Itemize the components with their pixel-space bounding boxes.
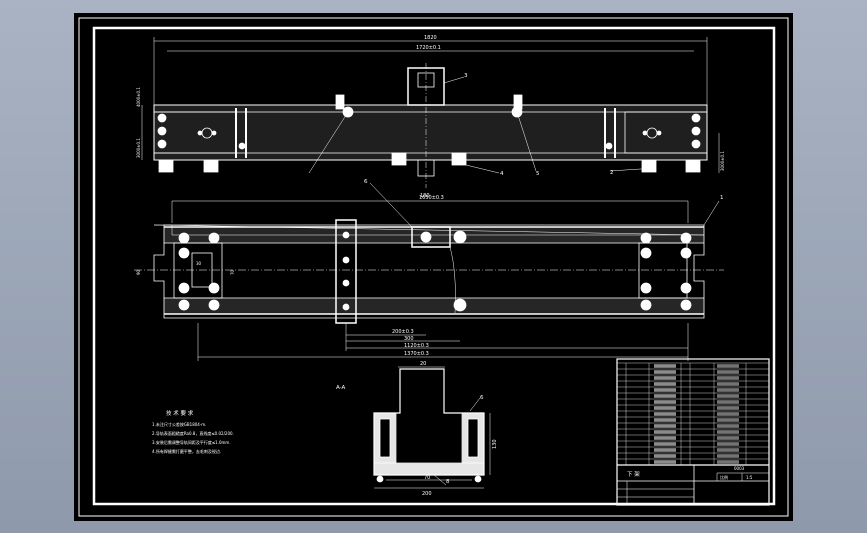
section-height-dim: 130 <box>492 439 498 449</box>
inner-border <box>92 26 776 506</box>
top-left-dim-b: 3000±0.1 <box>136 138 141 158</box>
plan-bottom-dim-1: 200±0.3 <box>392 329 414 335</box>
bom-cell-text <box>654 460 676 464</box>
section-bottom-dim-2: 200 <box>422 491 432 497</box>
plan-callout-1: 1 <box>720 195 724 201</box>
bom-cell-text <box>717 454 739 458</box>
top-overall-dim: 1820 <box>424 35 437 41</box>
bom-cell-text <box>654 382 676 386</box>
bom-cell-text <box>654 394 676 398</box>
drawing-viewport[interactable]: 1820 1720±0.1 <box>74 13 793 521</box>
bom-cell-text <box>717 442 739 446</box>
bom-cell-text <box>717 382 739 386</box>
drawing-code: 0003 <box>734 466 745 471</box>
notes-title: 技 术 要 求 <box>166 409 194 417</box>
plan-left-vdim: 90 <box>136 269 141 275</box>
section-callout-6: 6 <box>480 395 484 401</box>
bom-cell-text <box>717 376 739 380</box>
bom-cell-text <box>717 430 739 434</box>
bom-cell-text <box>717 412 739 416</box>
plan-bottom-dim-4: 1370±0.3 <box>404 351 429 357</box>
top-center-dim: 180 <box>420 193 430 199</box>
plan-left-dim-30: 30 <box>196 261 202 266</box>
bom-cell-text <box>654 418 676 422</box>
top-inner-dim: 1720±0.1 <box>416 45 441 51</box>
bom-cell-text <box>717 364 739 368</box>
plan-callout-6: 6 <box>364 179 368 185</box>
bom-cell-text <box>717 388 739 392</box>
bom-cell-text <box>654 376 676 380</box>
section-label: A-A <box>336 385 346 391</box>
bom-table <box>617 362 769 466</box>
note-line-4: 4.所有焊缝需打磨平整，去毛刺及锐边. <box>152 448 221 454</box>
top-left-dim-a: 4000±0.1 <box>136 87 141 107</box>
section-callout-8: 8 <box>446 479 450 485</box>
bom-cell-text <box>654 424 676 428</box>
callout-4: 4 <box>500 171 504 177</box>
callout-3: 3 <box>464 73 468 79</box>
bom-cell-text <box>717 448 739 452</box>
bom-cell-text <box>717 436 739 440</box>
bom-cell-text <box>654 400 676 404</box>
bom-cell-text <box>654 448 676 452</box>
bom-cell-text <box>654 454 676 458</box>
bom-cell-text <box>654 388 676 392</box>
note-line-3: 3.安装后需调整导轨间距及平行度≤1.0mm. <box>152 439 231 445</box>
bom-cell-text <box>717 424 739 428</box>
bom-cell-text <box>654 442 676 446</box>
bom-cell-text <box>654 406 676 410</box>
scale-label: 比例 <box>720 474 728 480</box>
top-right-dim: 3000±0.1 <box>720 151 725 171</box>
bom-cell-text <box>717 418 739 422</box>
title-block: 下 架 0003 比例 1:5 <box>616 358 770 506</box>
scale-value: 1:5 <box>746 475 753 480</box>
top-view: 1820 1720±0.1 <box>136 35 725 199</box>
bom-cell-text <box>654 412 676 416</box>
callout-2: 2 <box>610 170 614 176</box>
plan-view: 1650±0.3 <box>134 179 724 361</box>
bom-cell-text <box>654 430 676 434</box>
bom-cell-text <box>654 436 676 440</box>
note-line-1: 1.未注尺寸公差按GB1804-m. <box>152 421 206 427</box>
drawing-name: 下 架 <box>627 471 640 478</box>
callout-5: 5 <box>536 171 540 177</box>
plan-bottom-dim-3: 1120±0.3 <box>404 343 429 349</box>
section-a-a: A-A 20 130 70 200 6 8 <box>336 361 498 497</box>
plan-left-dim-70: 70 <box>230 269 235 275</box>
bom-cell-text <box>717 370 739 374</box>
bom-cell-text <box>654 364 676 368</box>
bom-cell-text <box>717 400 739 404</box>
bom-cell-text <box>717 394 739 398</box>
bom-cell-text <box>717 406 739 410</box>
note-line-2: 2.导轨表面粗糙度Ra0.8，直线度≤0.02/200. <box>152 430 234 436</box>
plan-bottom-dim-2: 300 <box>404 336 414 342</box>
cad-drawing: 1820 1720±0.1 <box>78 17 789 517</box>
outer-border <box>78 17 789 517</box>
bom-cell-text <box>717 460 739 464</box>
technical-notes: 技 术 要 求 1.未注尺寸公差按GB1804-m. 2.导轨表面粗糙度Ra0.… <box>152 409 234 454</box>
plan-top-dim: 1650±0.3 <box>419 195 444 201</box>
section-top-dim: 20 <box>420 361 426 367</box>
bom-cell-text <box>654 370 676 374</box>
section-bottom-dim-1: 70 <box>424 475 430 481</box>
